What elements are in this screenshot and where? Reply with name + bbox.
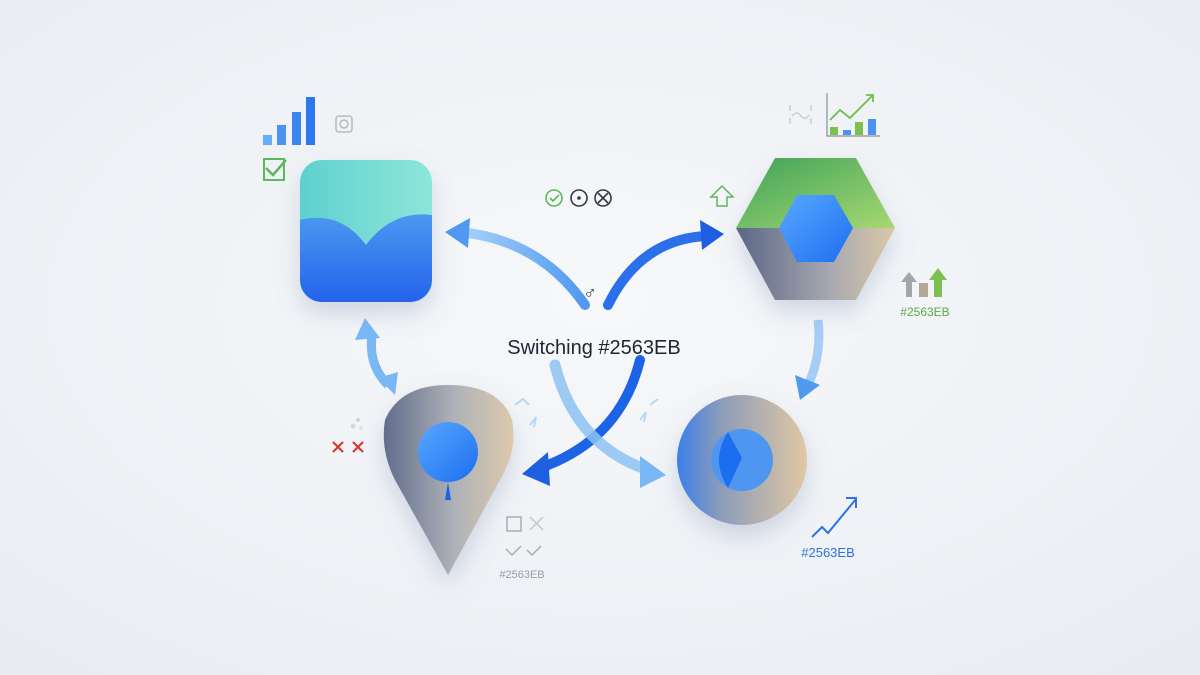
x-marks-icon — [332, 418, 364, 453]
camera-icon — [335, 115, 353, 133]
growth-chart-icon — [826, 93, 880, 137]
checkbox-checked-icon — [263, 158, 287, 181]
arrow-to-circle — [549, 359, 666, 488]
center-label: Switching #2563EB — [507, 337, 680, 359]
upload-arrow-icon — [709, 184, 735, 207]
hex-label-bottom-right: #2563EB — [801, 545, 855, 560]
arrow-hex-circle — [795, 319, 824, 400]
circle-app-icon[interactable] — [677, 395, 807, 525]
arrow-to-tile — [445, 218, 590, 310]
arrow-to-pin — [522, 355, 645, 486]
spark-lines — [514, 397, 659, 428]
bars-up-icon — [901, 268, 947, 297]
male-symbol: ♂ — [583, 283, 597, 303]
map-pin-icon[interactable] — [383, 385, 514, 575]
hexagon-icon[interactable] — [736, 158, 895, 300]
selection-icon — [789, 105, 812, 124]
status-icons — [545, 189, 612, 207]
arrow-to-hexagon — [603, 220, 724, 310]
arrow-tile-pin — [355, 318, 398, 395]
trend-up-icon — [811, 497, 857, 538]
app-tile-icon[interactable] — [300, 160, 432, 302]
bar-chart-icon — [263, 97, 315, 145]
hex-label-right: #2563EB — [900, 305, 949, 319]
checklist-icon — [505, 516, 544, 557]
hex-label-bottom-left: #2563EB — [499, 569, 544, 581]
